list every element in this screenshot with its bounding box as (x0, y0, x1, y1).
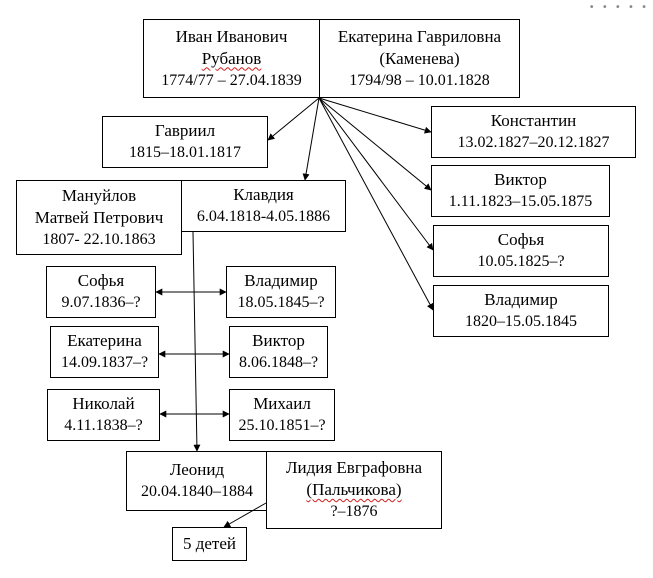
person-name: Леонид (169, 460, 225, 479)
person-klavdiya: Клавдия 6.04.1818-4.05.1886 (181, 180, 346, 232)
person-ekaterina-manuylova: Екатерина 14.09.1837–? (50, 326, 159, 378)
person-dates: 14.09.1837–? (60, 354, 149, 371)
person-name: Михаил (253, 394, 311, 413)
person-name: Софья (497, 230, 545, 249)
person-dates: 8.06.1848–? (238, 354, 319, 371)
person-dates: 9.07.1836–? (61, 294, 141, 311)
toolbar-dots: • • • • • (588, 2, 649, 13)
person-nikolay-manuylov: Николай 4.11.1838–? (47, 389, 160, 441)
arrow-to-klavdiya (302, 97, 320, 181)
person-name: Иван Иванович (175, 26, 288, 46)
person-viktor: Виктор 1.11.1823–15.05.1875 (431, 165, 610, 217)
person-ekaterina-kameneva: Екатерина Гавриловна (Каменева) 1794/98 … (319, 19, 520, 98)
person-name: Клавдия (233, 185, 294, 204)
person-dates: 1.11.1823–15.05.1875 (448, 193, 593, 210)
person-surname: Рубанов (201, 48, 262, 68)
person-name: Виктор (494, 170, 547, 189)
person-viktor-manuylov: Виктор 8.06.1848–? (229, 326, 328, 378)
person-name: Лидия Евграфовна (285, 458, 423, 477)
person-leonid-manuylov: Леонид 20.04.1840–1884 (126, 451, 268, 511)
person-lidiya-palchikova: Лидия Евграфовна (Пальчикова) ?–1876 (266, 451, 442, 529)
person-dates: 18.05.1845–? (237, 294, 325, 311)
children-label: 5 детей (182, 534, 237, 553)
person-vladimir: Владимир 1820–15.05.1845 (433, 285, 609, 337)
person-dates: 1774/77 – 27.04.1839 (161, 71, 302, 89)
person-name: Владимир (244, 271, 318, 290)
person-name: Екатерина Гавриловна (337, 26, 502, 46)
person-manuylov: Мануйлов Матвей Петрович 1807- 22.10.186… (16, 180, 182, 255)
person-dates: 25.10.1851–? (238, 417, 326, 434)
person-sofya-manuylova: Софья 9.07.1836–? (46, 266, 156, 318)
line-klavdiya-to-leonid (192, 231, 201, 452)
person-name: Виктор (252, 331, 305, 350)
person-ivan-rubanov: Иван Иванович Рубанов 1774/77 – 27.04.18… (143, 19, 320, 98)
person-name: Матвей Петрович (34, 207, 164, 227)
arrow-to-gavriil (267, 97, 320, 141)
person-dates: 6.04.1818-4.05.1886 (196, 208, 331, 225)
person-maiden-name: (Пальчикова) (306, 480, 402, 499)
person-dates: 1807- 22.10.1863 (42, 230, 156, 248)
person-name: Николай (72, 394, 135, 413)
person-dates: 1815–18.01.1817 (129, 144, 241, 161)
person-mikhail-manuylov: Михаил 25.10.1851–? (229, 389, 335, 441)
person-dates: ?–1876 (330, 503, 378, 520)
children-count: 5 детей (172, 527, 247, 561)
person-maiden-name: (Каменева) (379, 48, 460, 68)
person-name: Софья (77, 271, 125, 290)
person-dates: 20.04.1840–1884 (141, 483, 253, 500)
person-surname: Мануйлов (61, 185, 137, 205)
person-name: Гавриил (154, 121, 216, 140)
person-name: Екатерина (67, 331, 142, 350)
person-dates: 1820–15.05.1845 (465, 313, 577, 330)
person-gavriil: Гавриил 1815–18.01.1817 (102, 116, 268, 168)
person-konstantin: Константин 13.02.1827–20.12.1827 (431, 106, 636, 158)
person-vladimir-manuylov: Владимир 18.05.1845–? (226, 266, 336, 318)
person-dates: 1794/98 – 10.01.1828 (349, 71, 490, 89)
person-dates: 10.05.1825–? (477, 253, 565, 270)
arrow-to-viktor (318, 97, 432, 191)
person-dates: 4.11.1838–? (64, 417, 143, 434)
person-sofya: Софья 10.05.1825–? (433, 225, 609, 277)
person-name: Владимир (484, 290, 558, 309)
person-name: Константин (490, 111, 577, 130)
person-dates: 13.02.1827–20.12.1827 (457, 134, 610, 151)
arrow-to-konstantin (318, 97, 432, 134)
